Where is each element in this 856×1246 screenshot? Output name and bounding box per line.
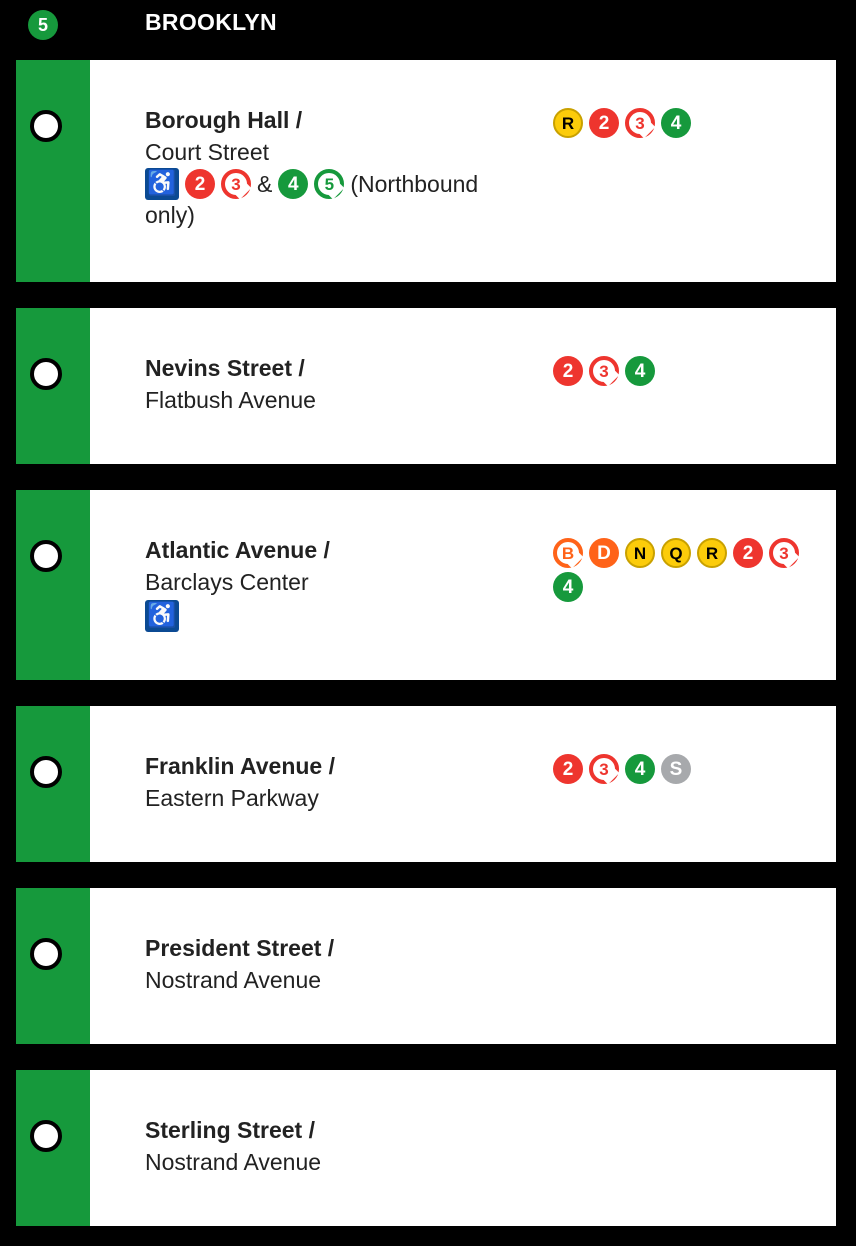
- station-cross-street: Nostrand Avenue: [145, 1149, 322, 1175]
- station-name-block: President Street / Nostrand Avenue: [145, 932, 545, 996]
- station-card-president-street[interactable]: President Street / Nostrand Avenue: [16, 888, 836, 1044]
- stop-marker-icon: [30, 1120, 62, 1152]
- station-name: Sterling Street /: [145, 1117, 315, 1143]
- station-cross-street: Court Street: [145, 139, 269, 165]
- route-5-bullet-icon: 5: [28, 10, 58, 40]
- station-name-block: Sterling Street / Nostrand Avenue: [145, 1114, 545, 1178]
- station-name-block: Nevins Street / Flatbush Avenue: [145, 352, 545, 416]
- stop-marker-icon: [30, 358, 62, 390]
- borough-title: BROOKLYN: [145, 9, 277, 35]
- route-2-bullet-icon: 2: [553, 754, 583, 784]
- station-name: Nevins Street /: [145, 355, 305, 381]
- stop-marker-icon: [30, 540, 62, 572]
- route-3-bullet-icon: 3: [625, 108, 655, 138]
- route-line-strip: [16, 490, 90, 680]
- route-s-bullet-icon: S: [661, 754, 691, 784]
- stop-marker-icon: [30, 756, 62, 788]
- wheelchair-icon: ♿: [145, 168, 179, 200]
- route-3-bullet-icon: 3: [589, 754, 619, 784]
- station-name-block: Atlantic Avenue / Barclays Center ♿: [145, 534, 545, 632]
- station-cross-street: Nostrand Avenue: [145, 967, 322, 993]
- station-cross-street: Flatbush Avenue: [145, 387, 316, 413]
- route-r-bullet-icon: R: [697, 538, 727, 568]
- station-name: Franklin Avenue /: [145, 753, 336, 779]
- stop-marker-icon: [30, 110, 62, 142]
- station-name: Borough Hall /: [145, 107, 303, 133]
- station-name-block: Franklin Avenue / Eastern Parkway: [145, 750, 545, 814]
- route-4-bullet-icon: 4: [278, 169, 309, 199]
- route-4-bullet-icon: 4: [625, 754, 655, 784]
- route-b-bullet-icon: B: [553, 538, 583, 568]
- route-5-bullet-icon: 5: [314, 169, 345, 199]
- route-4-bullet-icon: 4: [625, 356, 655, 386]
- station-cross-street: Eastern Parkway: [145, 785, 319, 811]
- station-cross-street: Barclays Center: [145, 569, 309, 595]
- borough-header: 5 BROOKLYN: [0, 0, 856, 60]
- northbound-note: (Northbound: [350, 171, 479, 197]
- route-3-bullet-icon: 3: [221, 169, 251, 199]
- stop-marker-icon: [30, 938, 62, 970]
- ampersand-text: &: [257, 171, 273, 197]
- route-4-bullet-icon: 4: [553, 572, 583, 602]
- station-name: Atlantic Avenue /: [145, 537, 330, 563]
- route-2-bullet-icon: 2: [733, 538, 763, 568]
- route-d-bullet-icon: D: [589, 538, 619, 568]
- route-2-bullet-icon: 2: [589, 108, 619, 138]
- route-3-bullet-icon: 3: [769, 538, 799, 568]
- route-2-bullet-icon: 2: [185, 169, 215, 199]
- wheelchair-icon: ♿: [145, 600, 179, 632]
- route-line-strip: [16, 60, 90, 282]
- route-3-bullet-icon: 3: [589, 356, 619, 386]
- station-card-sterling-street[interactable]: Sterling Street / Nostrand Avenue: [16, 1070, 836, 1226]
- route-r-bullet-icon: R: [553, 108, 583, 138]
- station-name: President Street /: [145, 935, 335, 961]
- route-n-bullet-icon: N: [625, 538, 655, 568]
- northbound-note-cont: only): [145, 202, 195, 228]
- route-4-bullet-icon: 4: [661, 108, 691, 138]
- route-q-bullet-icon: Q: [661, 538, 691, 568]
- route-2-bullet-icon: 2: [553, 356, 583, 386]
